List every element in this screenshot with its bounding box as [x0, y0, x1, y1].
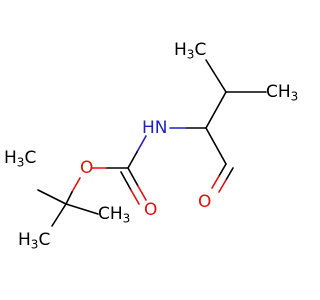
bond-nh-carbamate-nitrogen — [136, 135, 147, 153]
methyl-tbu-bottom-left-label: H3C — [18, 230, 50, 252]
bond-tbu-methyl-left — [37, 189, 67, 205]
bond-tbu-methyl-right — [65, 203, 99, 215]
carbonyl-oxygen-label: O — [144, 200, 157, 220]
bond-ch-alpha — [205, 91, 227, 129]
bond-carbonyl-carbon-b — [120, 171, 132, 191]
bond-aldehyde-carbon-b — [225, 167, 234, 181]
bond-aldehyde-oxygen-a — [211, 175, 220, 189]
bond-carbonyl-carbon-a — [127, 167, 139, 187]
bond-ester-quaternary-oxygen — [71, 177, 81, 193]
molecule-drawing: H3C CH3 HN O O O H3C H3C CH3 — [4, 40, 298, 252]
bond-ester-quaternary-carbon — [65, 191, 73, 205]
nh-label: HN — [142, 118, 168, 138]
structure-canvas: H3C CH3 HN O O O H3C H3C CH3 — [4, 40, 299, 252]
methyl-upper-right-label: CH3 — [266, 82, 298, 104]
methyl-upper-left-label: H3C — [174, 40, 206, 62]
bond-carbonyl-oxygen-a — [137, 185, 147, 201]
methyl-tbu-left-label: H3C — [4, 148, 36, 170]
bond-aldehyde-oxygen-b — [218, 179, 227, 193]
bond-nh-carbamate-carbon — [127, 151, 138, 169]
bonds — [37, 59, 267, 227]
bond-alpha-cho — [205, 127, 227, 165]
bond-carbonyl-oxygen-b — [130, 189, 140, 205]
ester-oxygen-label: O — [80, 158, 93, 178]
bond-ch-methyl-left — [205, 59, 227, 93]
atom-labels: H3C CH3 HN O O O H3C H3C CH3 — [4, 40, 298, 252]
bond-aldehyde-carbon-a — [218, 163, 227, 177]
methyl-tbu-right-label: CH3 — [98, 204, 130, 226]
bond-tbu-methyl-bottom — [51, 203, 67, 227]
aldehyde-oxygen-label: O — [198, 192, 211, 212]
